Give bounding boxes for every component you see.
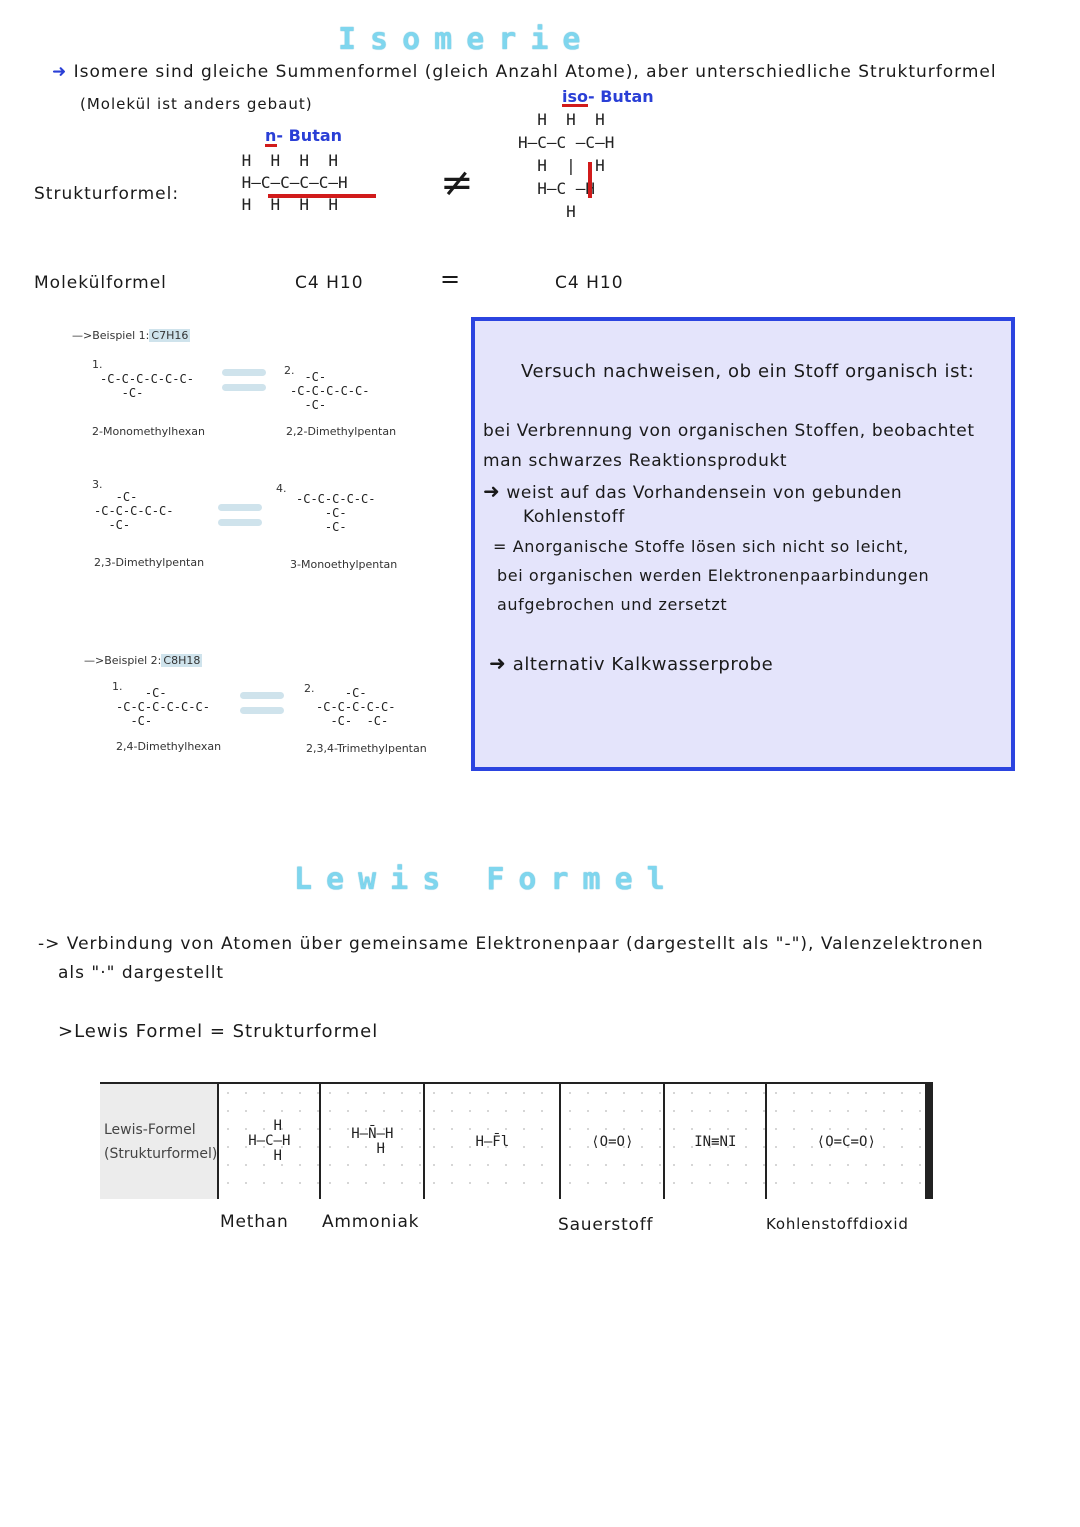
ex1-structure-4: -C-C-C-C-C- -C- -C- <box>296 492 376 534</box>
versuch-line7: aufgebrochen und zersetzt <box>497 595 728 614</box>
ex1-name-1: 2-Monomethylhexan <box>92 425 205 438</box>
co2-structure: ⟨O=C=O⟩ <box>816 1133 876 1150</box>
ex1-name-4: 3-Monoethylpentan <box>290 558 398 571</box>
ex1-name-2: 2,2-Dimethylpentan <box>286 425 397 438</box>
isomerie-intro-text: Isomere sind gleiche Summenformel (gleic… <box>73 62 997 82</box>
name-ammoniak: Ammoniak <box>322 1212 420 1232</box>
red-underline <box>265 144 277 147</box>
versuch-title: Versuch nachweisen, ob ein Stoff organis… <box>521 361 975 382</box>
cell-methan: H H–C–H H <box>217 1082 321 1199</box>
red-branch-mark <box>588 162 592 198</box>
name-sauerstoff: Sauerstoff <box>558 1215 654 1235</box>
name-methan: Methan <box>220 1212 289 1232</box>
ex2-num-1: 1. <box>112 680 123 693</box>
equal-bars <box>222 367 266 393</box>
beispiel1-formula: C7H16 <box>149 329 191 342</box>
lewis-intro-line1: -> Verbindung von Atomen über gemeinsame… <box>38 934 984 954</box>
versuch-line3: ➜ weist auf das Vorhandensein von gebund… <box>483 479 903 503</box>
iso-butan-structure: H H H H–C–C –C–H H | H H–C –H H <box>518 110 615 221</box>
red-underline <box>562 104 588 107</box>
ex1-num-3: 3. <box>92 478 103 491</box>
ex2-name-2: 2,3,4-Trimethylpentan <box>306 742 427 755</box>
beispiel1-label: —>Beispiel 1:C7H16 <box>72 329 191 342</box>
versuch-line8: ➜ alternativ Kalkwasserprobe <box>489 651 774 675</box>
ex2-name-1: 2,4-Dimethylhexan <box>116 740 222 753</box>
cell-co2: ⟨O=C=O⟩ <box>765 1082 934 1199</box>
table-head-line1: Lewis-Formel <box>104 1121 196 1138</box>
ex1-structure-3: -C- -C-C-C-C-C- -C- <box>94 490 174 532</box>
equal-bars <box>240 690 284 716</box>
versuch-line2: man schwarzes Reaktionsprodukt <box>483 451 788 471</box>
cell-stickstoff: IN≡NI <box>663 1082 767 1199</box>
ex1-num-2: 2. <box>284 364 295 377</box>
not-equal-sign: ≠ <box>440 160 474 206</box>
ex1-num-4: 4. <box>276 482 287 495</box>
beispiel2-formula: C8H18 <box>161 654 203 667</box>
ex1-structure-2: -C- -C-C-C-C-C- -C- <box>290 370 370 412</box>
label-molekuelformel: Molekülformel <box>34 273 167 293</box>
isomerie-intro-line2: (Molekül ist anders gebaut) <box>80 95 313 113</box>
ammoniak-structure: H–N̄–H H <box>351 1125 394 1157</box>
ex2-num-2: 2. <box>304 682 315 695</box>
n-butan-formula: C4 H10 <box>295 273 364 293</box>
versuch-box: Versuch nachweisen, ob ein Stoff organis… <box>471 317 1015 771</box>
methan-structure: H H–C–H H <box>248 1118 291 1164</box>
lewis-table-header: Lewis-Formel (Strukturformel) <box>100 1082 219 1199</box>
label-strukturformel: Strukturformel: <box>34 184 180 204</box>
cell-hf: H–F̄l <box>423 1082 561 1199</box>
ex1-num-1: 1. <box>92 358 103 371</box>
versuch-line5: = Anorganische Stoffe lösen sich nicht s… <box>493 537 909 556</box>
equal-bars <box>218 502 262 528</box>
n-butan-structure: H H H H H–C–C–C–C–H H H H H <box>241 151 348 214</box>
versuch-line4: Kohlenstoff <box>523 507 625 527</box>
ex2-structure-1: -C- -C-C-C-C-C-C- -C- <box>116 686 210 728</box>
versuch-line1: bei Verbrennung von organischen Stoffen,… <box>483 421 975 441</box>
table-head-line2: (Strukturformel) <box>104 1145 218 1162</box>
lewis-title: Lewis Formel <box>294 862 679 897</box>
isomerie-intro-line1: ➜ Isomere sind gleiche Summenformel (gle… <box>52 62 997 82</box>
n2-structure: IN≡NI <box>694 1133 737 1150</box>
lewis-table: Lewis-Formel (Strukturformel) H H–C–H H … <box>100 1082 934 1199</box>
iso-butan-name: iso- Butan <box>562 87 654 106</box>
ex1-name-3: 2,3-Dimethylpentan <box>94 556 205 569</box>
iso-butan-formula: C4 H10 <box>555 273 624 293</box>
name-co2: Kohlenstoffdioxid <box>766 1215 909 1233</box>
lewis-equation: >Lewis Formel = Strukturformel <box>58 1021 379 1042</box>
cell-sauerstoff: ⟨O=O⟩ <box>559 1082 665 1199</box>
ex2-structure-2: -C- -C-C-C-C-C- -C- -C- <box>316 686 396 728</box>
ex1-structure-1: -C-C-C-C-C-C- -C- <box>100 372 194 400</box>
lewis-intro-line2: als "·" dargestellt <box>58 963 225 983</box>
n-butan-name: n- Butan <box>265 126 343 145</box>
arrow-right-icon: ➜ <box>52 62 68 82</box>
red-chain-mark <box>268 194 376 198</box>
hf-structure: H–F̄l <box>475 1133 510 1150</box>
equal-sign: = <box>440 265 461 293</box>
isomerie-title: Isomerie <box>338 22 595 57</box>
arrow-right-icon: ➜ <box>483 479 501 503</box>
arrow-right-icon: ➜ <box>489 651 507 675</box>
versuch-line6: bei organischen werden Elektronenpaarbin… <box>497 566 930 585</box>
o2-structure: ⟨O=O⟩ <box>591 1133 634 1150</box>
cell-ammoniak: H–N̄–H H <box>319 1082 425 1199</box>
beispiel2-label: —>Beispiel 2:C8H18 <box>84 654 203 667</box>
